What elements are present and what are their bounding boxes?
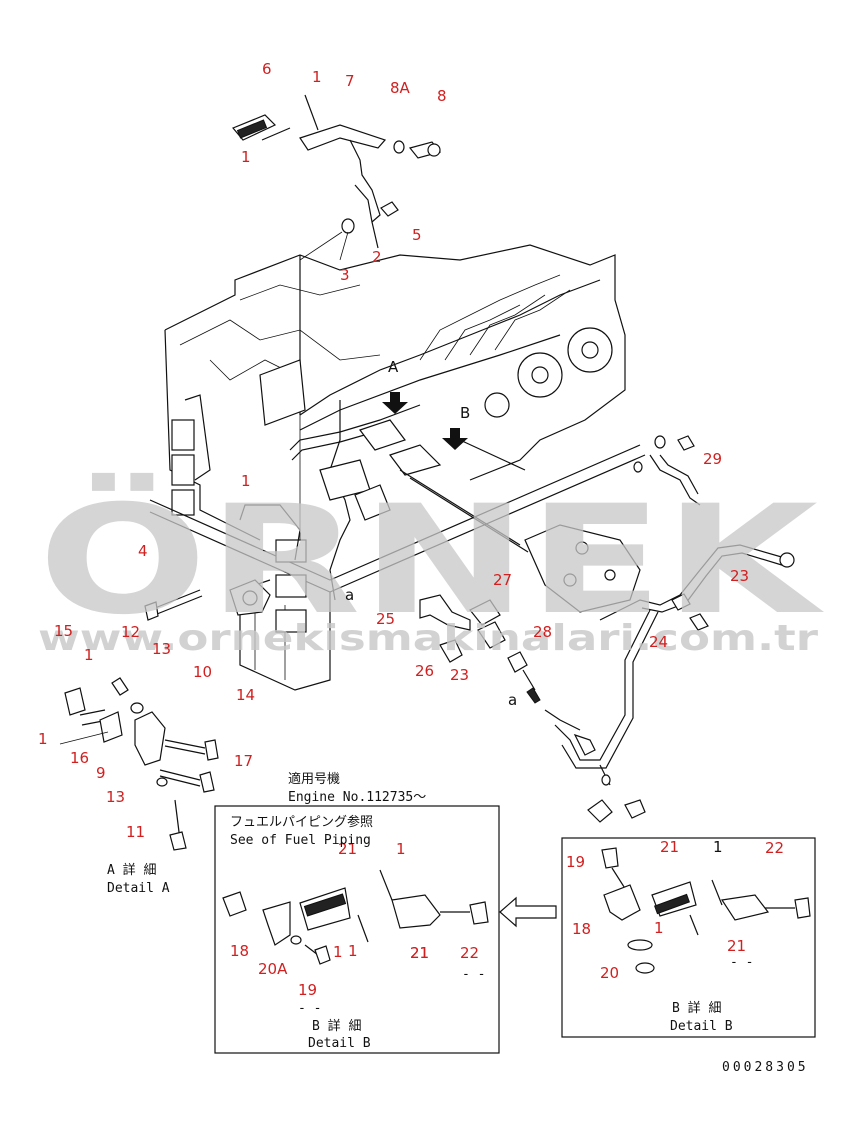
callout-a-letter: A [388,358,399,376]
part-label: 17 [234,752,253,770]
part-label: 18 [572,920,591,938]
part-label: 20 [600,964,619,982]
detail-b-left-en: Detail B [308,1036,371,1051]
part-label: 8 [437,87,447,105]
part-label: 1 [84,646,94,664]
part-labels: 6 1 7 8A 8 1 5 3 2 29 1 4 27 23 28 25 24… [38,60,784,999]
part-label: 15 [54,622,73,640]
detail-a-parts [59,677,219,851]
detail-b-left-dash2: - - [298,1001,321,1016]
callout-b-letter: B [460,404,470,422]
detail-b-right-box [561,837,816,1038]
part-label: 10 [193,663,212,681]
part-label: 24 [649,633,668,651]
detail-b-right-jp: B 詳 細 [672,1000,721,1016]
detail-b-left-box [214,805,500,1054]
arrow-b-icon [442,428,468,450]
engine-note-title: 適用号機 [288,771,340,787]
part-label: 1 [396,840,406,858]
detail-a-fitting [544,709,646,823]
fuel-piping-note-jp: フュエルパイピング参照 [230,814,373,830]
part-label: 21 [410,944,429,962]
arrow-a-icon [382,392,408,414]
engine-note-text: Engine No.112735～ [288,790,426,805]
part-label: 19 [298,981,317,999]
detail-b-right-dash: - - [730,955,753,970]
part-label: 1 [241,148,251,166]
part-label: 23 [450,666,469,684]
part-label: 16 [70,749,89,767]
part-label: 1 [38,730,48,748]
part-label: 1 [241,472,251,490]
drawing-number: 00028305 [722,1060,809,1075]
outline-arrow-icon [499,896,557,928]
part-label: 1 [654,919,664,937]
part-label: 1 [348,942,358,960]
item-29-fitting [633,435,701,506]
part-label: 20A [258,960,288,978]
part-label: 9 [96,764,106,782]
part-label: 8A [390,79,411,97]
detail-a-jp: A 詳 細 [107,862,156,878]
detail-a-en: Detail A [107,881,170,896]
part-label: 4 [138,542,148,560]
part-label: 25 [376,610,395,628]
watermark-brand: ÖRNEK [38,472,824,648]
part-label-1-right: 1 [713,838,723,856]
callout-arrows [382,392,468,450]
part-label: 22 [460,944,479,962]
detail-b-left-dash1: - - [462,967,485,982]
part-label: 29 [703,450,722,468]
part-label-21-right: 21 [660,838,679,856]
detail-b-left-jp: B 詳 細 [312,1018,361,1034]
part-label: 23 [730,567,749,585]
part-label: 18 [230,942,249,960]
part-label: 12 [121,623,140,641]
callout-a-small-main: a [345,586,354,604]
part-label: 2 [372,248,382,266]
part-label: 14 [236,686,255,704]
bracket-group-25-28 [419,594,541,704]
detail-b-right-en: Detail B [670,1019,733,1034]
item-4-bolt [144,589,203,621]
part-label: 28 [533,623,552,641]
part-label: 26 [415,662,434,680]
part-label: 13 [152,640,171,658]
part-label: 27 [493,571,512,589]
part-label: 13 [106,788,125,806]
part-label: 6 [262,60,272,78]
part-label: 19 [566,853,585,871]
part-label: 21 [727,937,746,955]
part-label: 3 [340,266,350,284]
pipe-23 [554,544,795,769]
part-label: 1 [333,943,343,961]
fuel-piping-note-en: See of Fuel Piping [230,833,371,848]
callout-a-small-sub: a [508,691,517,709]
part-label: 7 [345,72,355,90]
part-label: 21 [338,840,357,858]
part-label: 5 [412,226,422,244]
watermark-url: www.ornekismakinalari.com.tr [38,618,818,659]
part-label: 21 [410,944,429,962]
part-label: 1 [312,68,322,86]
part-label: 22 [765,839,784,857]
part-label: 11 [126,823,145,841]
engine-block [149,244,646,691]
